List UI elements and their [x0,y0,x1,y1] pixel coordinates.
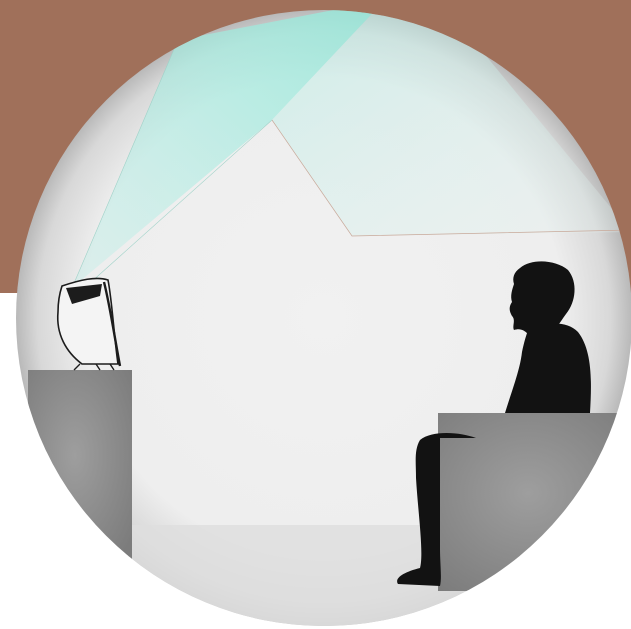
lamp-table [28,370,132,560]
seat-block [438,413,631,591]
